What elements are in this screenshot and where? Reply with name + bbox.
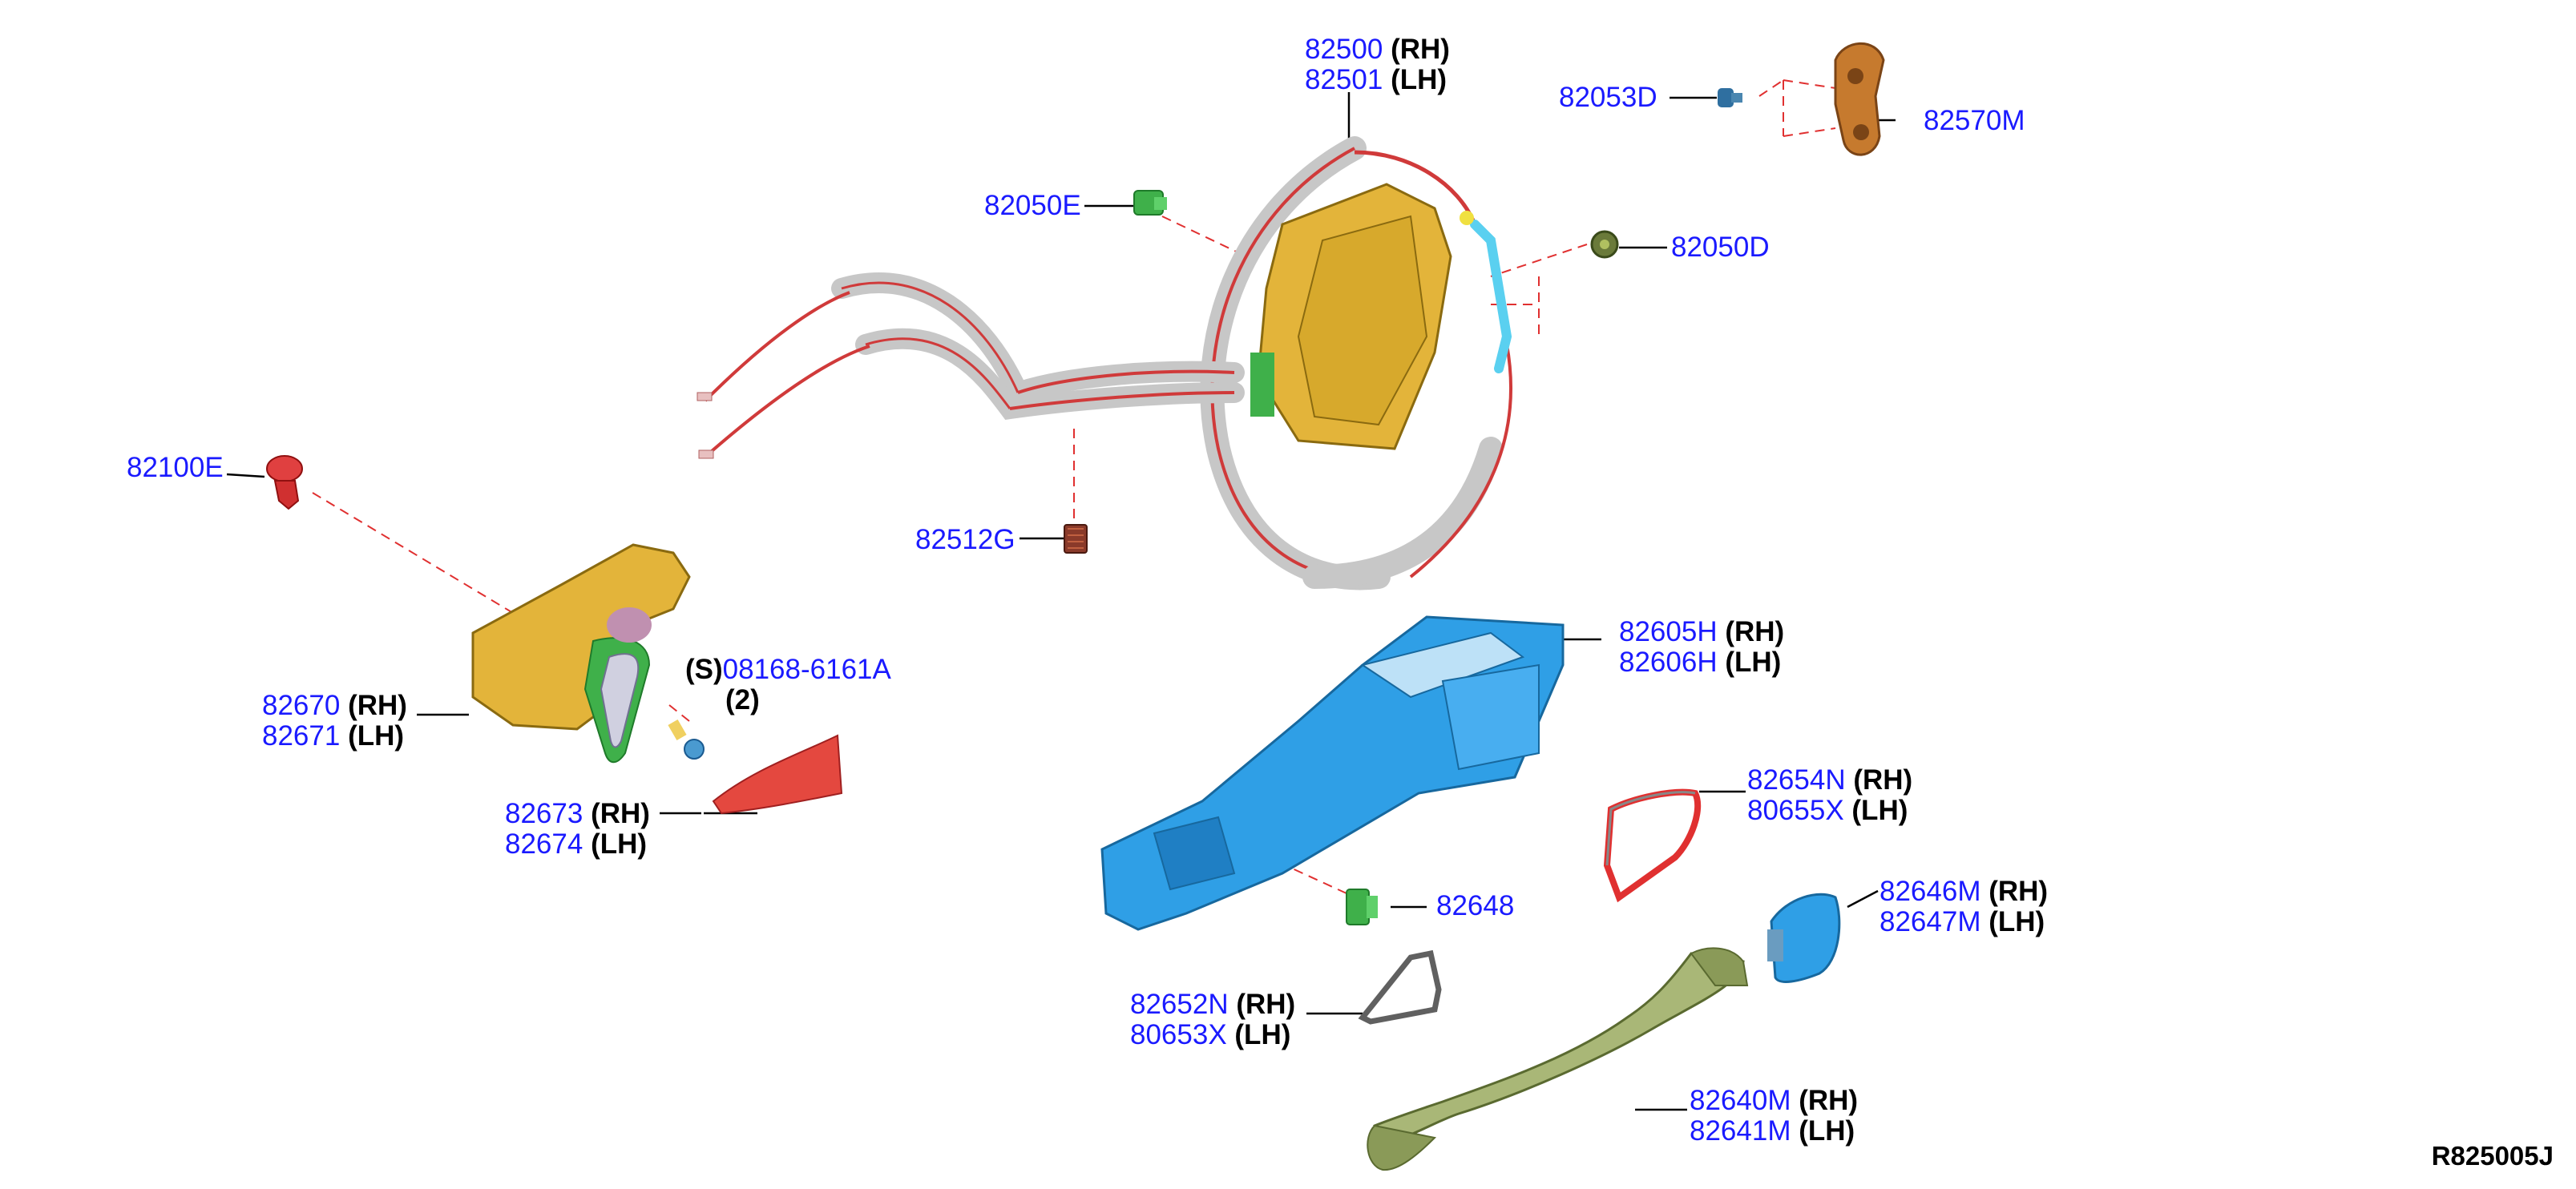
qualifier: (LH) (1799, 1115, 1855, 1147)
callout-82605H[interactable]: 82605H (RH) 82606H (LH) (1619, 617, 1784, 678)
callout-82570M[interactable]: 82570M (1924, 106, 2025, 136)
part-number: 82053D (1559, 82, 1657, 113)
callout-82512G[interactable]: 82512G (915, 525, 1015, 555)
striker-82570M[interactable] (1834, 42, 1885, 156)
callout-82648[interactable]: 82648 (1436, 891, 1514, 921)
callout-82050D[interactable]: 82050D (1671, 232, 1770, 263)
part-number: 82647M (1880, 906, 1981, 937)
qualifier: (LH) (1851, 795, 1908, 826)
callout-82646M[interactable]: 82646M (RH) 82647M (LH) (1880, 877, 2048, 937)
part-number: 82652N (1130, 989, 1229, 1020)
part-number: 82646M (1880, 876, 1981, 907)
callout-82053D[interactable]: 82053D (1559, 83, 1657, 113)
part-number: 80653X (1130, 1019, 1227, 1050)
callout-82640M[interactable]: 82640M (RH) 82641M (LH) (1690, 1086, 1858, 1147)
leader-lines (226, 92, 1896, 1111)
part-number: 82654N (1747, 764, 1846, 796)
lock-cable-assembly[interactable] (1200, 136, 1512, 590)
part-number: 82100E (127, 452, 224, 483)
bolt-08168-6161A[interactable] (668, 719, 705, 760)
qualifier: (RH) (591, 798, 650, 829)
bolt-82053D[interactable] (1718, 88, 1742, 107)
qualifier: (RH) (348, 690, 407, 721)
part-number: 82673 (505, 798, 583, 829)
callout-82050E[interactable]: 82050E (984, 191, 1081, 221)
part-number: 82500 (1305, 34, 1383, 65)
escutcheon-82673[interactable] (712, 734, 843, 815)
clip-82050E[interactable] (1133, 190, 1167, 216)
qualifier: (LH) (591, 828, 648, 860)
part-number: 82648 (1436, 890, 1515, 921)
quantity: (2) (725, 684, 760, 715)
part-number: 82050D (1671, 232, 1770, 263)
outside-handle-82640M[interactable] (1367, 947, 1749, 1171)
qualifier: (LH) (1989, 906, 2045, 937)
callout-82673[interactable]: 82673 (RH) 82674 (LH) (505, 799, 650, 860)
qualifier: (RH) (1799, 1085, 1859, 1116)
push-clip-82100E[interactable] (266, 455, 303, 510)
clip-82512G[interactable] (1064, 524, 1088, 554)
cap-82646M[interactable] (1767, 893, 1841, 983)
qualifier: (LH) (348, 720, 405, 752)
part-number: 82640M (1690, 1085, 1791, 1116)
part-number: 82050E (984, 190, 1081, 221)
part-number: 82674 (505, 828, 583, 860)
callout-08168-6161A[interactable]: (S)08168-6161A (2) (685, 655, 891, 715)
qualifier: (RH) (1725, 616, 1785, 647)
door-lock-actuator[interactable] (1250, 183, 1512, 450)
qualifier: (RH) (1391, 34, 1450, 65)
qualifier: (LH) (1391, 64, 1447, 95)
diagram-reference-code: R825005J (2431, 1141, 2554, 1171)
part-number: 08168-6161A (722, 654, 891, 685)
release-cables[interactable] (696, 272, 1245, 459)
part-number: 82671 (262, 720, 341, 752)
part-number: 82501 (1305, 64, 1383, 95)
part-number: 82605H (1619, 616, 1718, 647)
service-mark: (S) (685, 654, 723, 685)
gasket-82652N[interactable] (1358, 949, 1442, 1025)
callout-82100E[interactable]: 82100E (127, 453, 224, 483)
part-number: 82512G (915, 524, 1015, 555)
callout-82500[interactable]: 82500 (RH) 82501 (LH) (1305, 34, 1450, 95)
part-number: 82570M (1924, 105, 2025, 136)
part-number: 82670 (262, 690, 341, 721)
part-number: 82606H (1619, 647, 1718, 678)
grommet-82050D[interactable] (1590, 230, 1619, 259)
qualifier: (RH) (1853, 764, 1913, 796)
part-number: 82641M (1690, 1115, 1791, 1147)
callout-82652N[interactable]: 82652N (RH) 80653X (LH) (1130, 989, 1295, 1050)
qualifier: (LH) (1234, 1019, 1291, 1050)
qualifier: (LH) (1725, 647, 1782, 678)
part-number: 80655X (1747, 795, 1844, 826)
callout-82654N[interactable]: 82654N (RH) 80655X (LH) (1747, 765, 1912, 826)
gasket-82654N[interactable] (1603, 788, 1702, 903)
inside-handle-82670[interactable] (471, 543, 691, 764)
outside-handle-frame[interactable] (1100, 615, 1565, 931)
callout-82670[interactable]: 82670 (RH) 82671 (LH) (262, 691, 407, 752)
qualifier: (RH) (1236, 989, 1296, 1020)
qualifier: (RH) (1989, 876, 2049, 907)
clip-82648[interactable] (1346, 889, 1378, 925)
